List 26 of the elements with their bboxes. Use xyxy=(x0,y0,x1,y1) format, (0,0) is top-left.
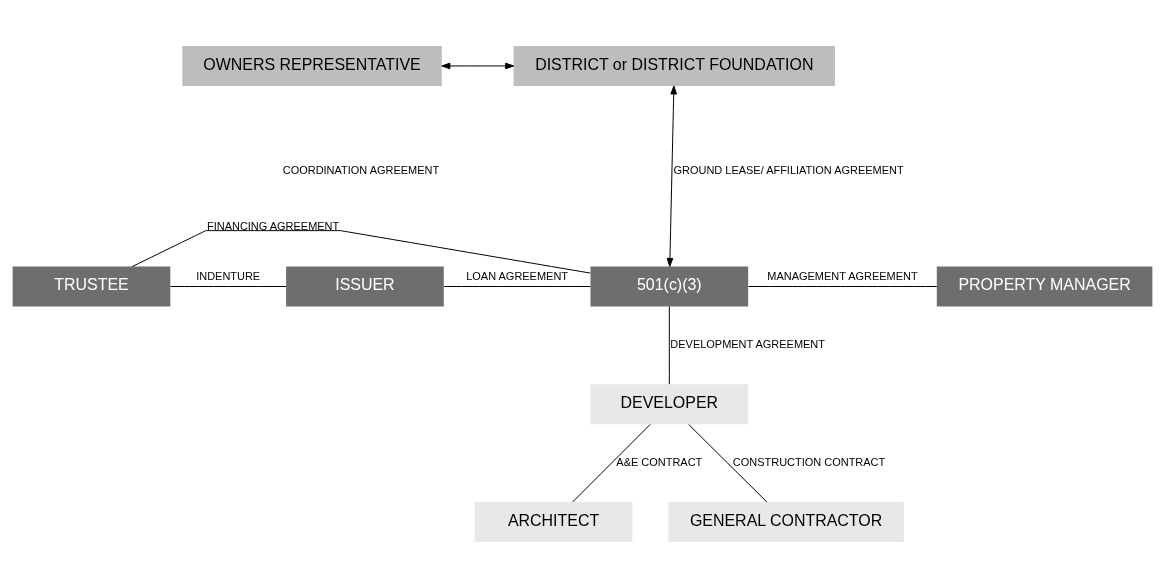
node-box: ISSUER xyxy=(286,266,444,306)
connector xyxy=(668,305,670,385)
connector xyxy=(131,229,591,274)
edge-label: MANAGEMENT AGREEMENT xyxy=(767,269,918,282)
arrow xyxy=(666,84,677,267)
node-box: PROPERTY MANAGER xyxy=(936,266,1153,306)
edge-label: A&E CONTRACT xyxy=(616,455,703,468)
node-box: OWNERS REPRESENTATIVE xyxy=(182,45,442,86)
node-box: DEVELOPER xyxy=(590,383,749,424)
arrow xyxy=(441,62,515,69)
node-box: TRUSTEE xyxy=(12,266,171,306)
node-box: ARCHITECT xyxy=(474,501,633,542)
connector xyxy=(747,285,938,287)
node-box: GENERAL CONTRACTOR xyxy=(668,501,904,542)
edge-label: DEVELOPMENT AGREEMENT xyxy=(670,337,825,350)
node-box: 501(c)(3) xyxy=(590,266,749,306)
connector xyxy=(170,285,287,287)
edge-label: GROUND LEASE/ AFFILIATION AGREEMENT xyxy=(673,163,904,176)
edge-label: FINANCING AGREEMENT xyxy=(206,219,340,232)
node-box: DISTRICT or DISTRICT FOUNDATION xyxy=(513,45,835,86)
edge-label: INDENTURE xyxy=(196,269,261,282)
label: COORDINATION AGREEMENT xyxy=(282,163,440,176)
connector xyxy=(688,423,768,502)
connector xyxy=(443,285,591,287)
edge-label: CONSTRUCTION CONTRACT xyxy=(732,455,886,468)
edge-label: LOAN AGREEMENT xyxy=(466,269,569,282)
